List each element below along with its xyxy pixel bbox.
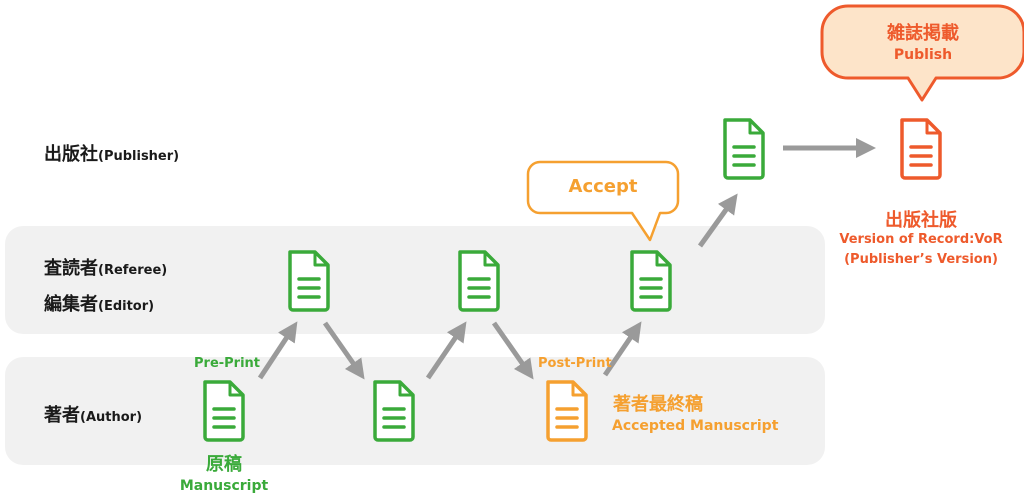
publish-callout-ja: 雑誌掲載	[887, 23, 959, 44]
arrow-6	[697, 193, 738, 248]
accept-callout-bubble	[526, 160, 680, 242]
publish-callout-bubble	[820, 4, 1024, 102]
role-author: 著者(Author)	[44, 401, 142, 427]
vor-label-en2: (Publisher’s Version)	[844, 252, 998, 267]
role-editor: 編集者(Editor)	[44, 290, 154, 316]
role-referee: 査読者(Referee)	[44, 254, 167, 280]
document-icon	[723, 118, 765, 180]
preprint-label: Pre-Print	[194, 356, 261, 371]
manuscript-label-en: Manuscript	[179, 478, 269, 494]
arrow-4	[491, 321, 534, 380]
arrow-5	[602, 321, 642, 377]
role-referee-label: 査読者	[44, 258, 98, 279]
document-icon	[900, 118, 942, 180]
document-icon	[546, 380, 588, 442]
document-icon	[373, 380, 415, 442]
vor-label-en: Version of Record:VoR	[839, 232, 1003, 247]
arrow-1	[257, 321, 298, 380]
arrow-2	[322, 321, 365, 380]
accepted-label-en: Accepted Manuscript	[612, 418, 779, 434]
role-editor-en: (Editor)	[98, 299, 155, 314]
accept-callout-text: Accept	[568, 176, 638, 197]
role-author-en: (Author)	[80, 410, 143, 425]
role-referee-en: (Referee)	[98, 263, 168, 278]
document-icon	[458, 250, 500, 312]
role-author-label: 著者	[44, 405, 80, 426]
author-lane	[5, 357, 825, 465]
role-publisher: 出版社(Publisher)	[44, 140, 179, 166]
manuscript-label-ja: 原稿	[206, 454, 242, 475]
document-icon	[288, 250, 330, 312]
accepted-label-ja: 著者最終稿	[613, 394, 703, 415]
document-icon	[630, 250, 672, 312]
role-editor-label: 編集者	[44, 294, 98, 315]
arrow-3	[425, 321, 467, 380]
role-publisher-label: 出版社	[44, 144, 98, 165]
referee-editor-lane	[5, 226, 825, 334]
postprint-label: Post-Print	[538, 356, 612, 371]
role-publisher-en: (Publisher)	[98, 149, 180, 164]
publish-callout-en: Publish	[893, 47, 953, 63]
vor-label-ja: 出版社版	[885, 210, 957, 231]
document-icon	[203, 380, 245, 442]
